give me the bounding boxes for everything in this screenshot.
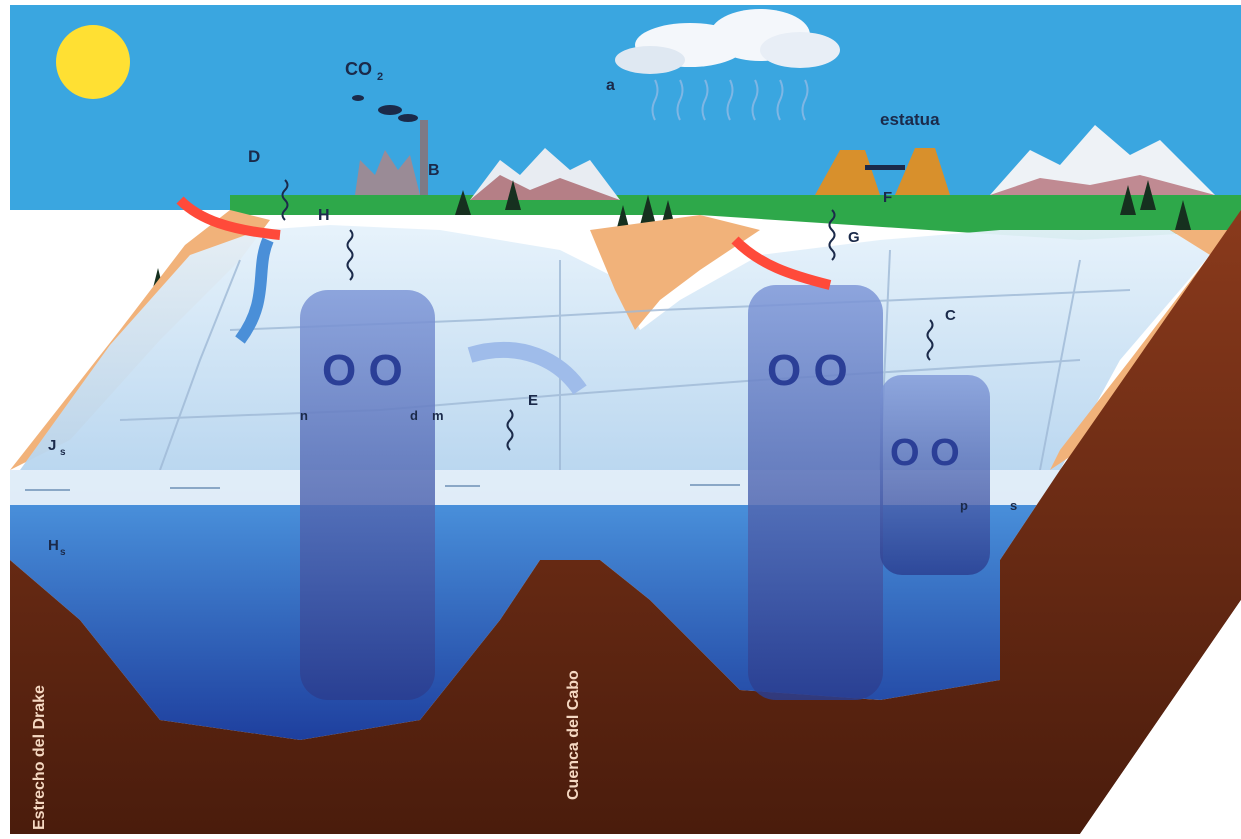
label-b: B: [428, 162, 440, 179]
label-e: E: [528, 392, 538, 409]
factory-icon: [355, 120, 428, 195]
label-small-5: s: [1010, 498, 1017, 513]
svg-text:O O: O O: [322, 346, 403, 395]
seafloor: [10, 210, 1241, 834]
floe-arrows: [25, 484, 740, 491]
heat-flux-lines: [281, 179, 934, 451]
circulation-arrow-left: [235, 237, 274, 344]
sun-icon: [56, 25, 130, 99]
label-small-3: m: [432, 408, 444, 423]
label-vertical-mid: Cuenca del Cabo: [565, 670, 582, 800]
svg-text:O O: O O: [767, 346, 848, 395]
rain-cloud-icon: [615, 9, 840, 121]
volcano-icon: [815, 148, 950, 195]
land-strip: [230, 195, 1241, 240]
label-legend-left-2: H: [48, 537, 59, 554]
label-d: D: [248, 147, 260, 166]
warm-current-arrow-right: [731, 236, 832, 290]
warm-current-arrow-left: [176, 196, 281, 240]
label-co2-sub: 2: [377, 71, 383, 83]
label-small-4: p: [960, 498, 968, 513]
circulation-arrow-middle: [467, 341, 587, 395]
mountains-icon: [470, 125, 1215, 200]
convection-column-left: O O: [300, 290, 435, 700]
smoke-icon: [352, 95, 418, 122]
label-c: C: [945, 307, 956, 324]
convection-column-right: O O: [748, 285, 883, 700]
label-small-2: d: [410, 408, 418, 423]
label-legend-left-sub: s: [60, 447, 66, 458]
label-small-1: n: [300, 408, 308, 423]
svg-text:O O: O O: [890, 432, 960, 474]
label-g: G: [848, 229, 860, 246]
mid-coast: [590, 215, 760, 330]
label-legend-left: J: [48, 437, 56, 454]
label-volcano: estatua: [880, 110, 940, 129]
white-corner: [1080, 600, 1241, 834]
label-legend-left-2-sub: s: [60, 547, 66, 558]
label-vertical-left: Estrecho del Drake: [31, 685, 48, 830]
convection-column-small: O O: [880, 375, 990, 575]
label-f: F: [883, 189, 892, 206]
label-h: H: [318, 207, 330, 224]
label-co2: CO: [345, 59, 372, 79]
label-a: a: [606, 77, 615, 94]
